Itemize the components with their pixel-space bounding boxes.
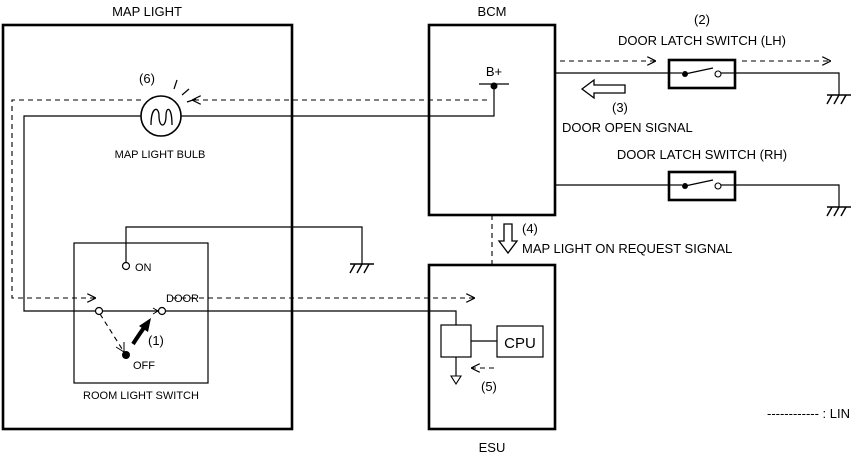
bcm-box	[427, 23, 557, 217]
on-terminal	[121, 261, 131, 271]
switch-contact-arm-tip	[152, 307, 159, 315]
rh-switch-box	[667, 170, 737, 202]
b-plus-label: B+	[486, 64, 502, 79]
bulb-icon	[140, 95, 182, 137]
ground-symbol-lh-icon	[826, 94, 851, 105]
room-light-switch-box	[73, 242, 209, 384]
lh-switch-box	[667, 58, 737, 90]
esu-title: ESU	[479, 440, 506, 455]
light-rays-icon	[173, 79, 197, 103]
map-light-unit: MAP LIGHT (6) MAP LIGHT BULB ROOM LIGHT …	[1, 4, 294, 431]
esu-unit: ESU CPU (5)	[427, 263, 557, 455]
esu-box	[427, 263, 557, 431]
on-terminal-label: ON	[135, 262, 152, 274]
door-open-arrow-icon	[580, 78, 626, 100]
lin-legend: ------------ : LIN	[767, 406, 850, 421]
wire-door-to-esu	[166, 310, 457, 325]
door-open-signal-label: DOOR OPEN SIGNAL	[562, 120, 693, 135]
esu-ground-triangle-icon	[450, 375, 462, 386]
map-light-bulb	[140, 79, 197, 137]
wire-rh-to-ground	[735, 184, 840, 207]
off-position-dashed	[99, 313, 125, 353]
door-latch-rh-label: DOOR LATCH SWITCH (RH)	[617, 147, 787, 162]
door-terminal-label: DOOR	[166, 293, 199, 305]
wiring	[23, 72, 840, 325]
ground-symbol-icon	[349, 263, 374, 274]
wire-on-to-ground	[125, 226, 363, 264]
marker-1: (1)	[148, 333, 164, 348]
lin-flows	[11, 61, 830, 298]
wire-bplus-to-bulb	[181, 100, 495, 117]
room-light-switch-label: ROOM LIGHT SWITCH	[83, 390, 199, 402]
door-latch-lh-label: DOOR LATCH SWITCH (LH)	[618, 33, 786, 48]
wire-lh-to-ground	[735, 72, 840, 95]
marker-2: (2)	[694, 12, 710, 27]
common-terminal	[94, 306, 104, 316]
bcm-title: BCM	[478, 4, 507, 19]
off-terminal	[122, 351, 130, 359]
marker-5: (5)	[481, 379, 497, 394]
off-terminal-label: OFF	[133, 360, 155, 372]
marker-4: (4)	[522, 221, 538, 236]
map-light-request-arrow-icon	[497, 223, 519, 255]
wire-bulb-to-switch	[23, 115, 141, 312]
switch-action-arrowhead-icon	[139, 318, 151, 332]
map-light-request-label: MAP LIGHT ON REQUEST SIGNAL	[522, 241, 732, 256]
ground-symbol-rh-icon	[826, 206, 851, 217]
cpu-label: CPU	[504, 335, 536, 352]
b-plus-node	[490, 82, 498, 90]
marker-3: (3)	[612, 100, 628, 115]
map-light-bulb-label: MAP LIGHT BULB	[115, 149, 206, 161]
flow-bulb-to-switch	[11, 99, 141, 298]
door-latch-switch-rh	[667, 170, 737, 202]
door-latch-switch-lh	[667, 58, 737, 90]
off-position-arrowhead	[115, 342, 125, 353]
esu-input-block	[440, 324, 472, 358]
door-terminal	[157, 306, 167, 316]
map-light-title: MAP LIGHT	[112, 4, 182, 19]
bcm-unit: BCM B+	[427, 4, 557, 217]
marker-6: (6)	[139, 71, 155, 86]
bulb-filament-icon	[150, 108, 173, 126]
